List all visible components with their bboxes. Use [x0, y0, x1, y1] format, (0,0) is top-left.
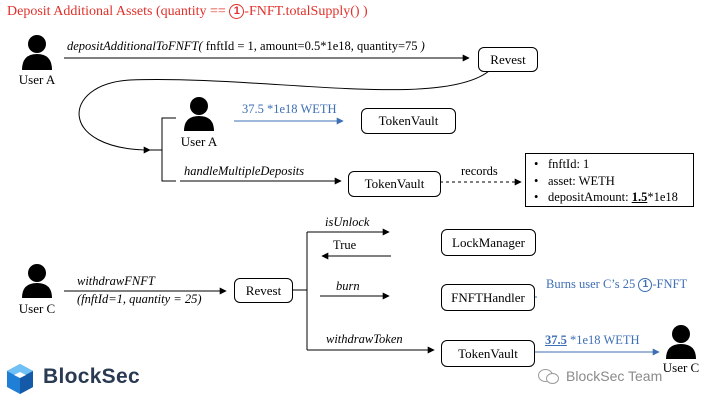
record-deposit-amount: depositAmount: 1.5*1e18 — [534, 189, 689, 206]
weth-transfer-label: 37.5 *1e18 WETH — [242, 102, 337, 116]
deposit-record-box: fnftId: 1 asset: WETH depositAmount: 1.5… — [525, 153, 694, 207]
records-label: records — [461, 164, 498, 178]
tokenvault-box-1: TokenVault — [361, 108, 456, 134]
blocksec-logo-icon — [7, 364, 33, 394]
fnfthandler-box: FNFTHandler — [441, 284, 535, 311]
watermark: BlockSec Team — [538, 368, 662, 384]
user-c-left-icon — [22, 264, 52, 298]
record-asset: asset: WETH — [534, 173, 689, 190]
user-c-right-icon — [666, 325, 696, 359]
user-a-top-icon — [22, 35, 52, 70]
burns-note: Burns user C’s 25 1-FNFT — [546, 277, 688, 292]
withdraw-fnft-label: withdrawFNFT — [77, 274, 155, 288]
revest-box-top: Revest — [478, 47, 538, 72]
deposit-call-label: depositAdditionalToFNFT( fnftId = 1, amo… — [67, 39, 425, 53]
revest-bracket — [293, 231, 320, 351]
user-a-top-label: User A — [18, 72, 56, 87]
revest-box-mid: Revest — [234, 278, 293, 303]
withdraw-token-label: withdrawToken — [326, 332, 403, 346]
user-c-left-label: User C — [18, 301, 56, 316]
tokenvault-box-3: TokenVault — [441, 340, 535, 367]
lockmanager-box: LockManager — [441, 229, 536, 256]
user-c-right-label: User C — [662, 360, 700, 375]
wechat-icon — [538, 368, 560, 384]
handle-multiple-label: handleMultipleDeposits — [184, 164, 305, 178]
burn-label: burn — [336, 279, 360, 293]
blocksec-logo-text: BlockSec — [43, 365, 140, 388]
is-unlock-label: isUnlock — [325, 215, 370, 229]
user-a-inner-label: User A — [180, 134, 218, 149]
circled-number-1-icon: 1 — [229, 4, 245, 19]
record-fnft-id: fnftId: 1 — [534, 156, 689, 173]
revest-continuation-curve — [78, 70, 490, 154]
user-a-inner-icon — [184, 97, 214, 131]
tokenvault-box-2: TokenVault — [348, 171, 441, 197]
withdraw-amount-label: 37.5 *1e18 WETH — [545, 333, 640, 347]
circled-number-1-icon: 1 — [638, 278, 653, 292]
watermark-text: BlockSec Team — [566, 368, 663, 384]
withdraw-fnft-args: (fnftId=1, quantity = 25) — [77, 292, 202, 306]
true-return-label: True — [333, 238, 357, 252]
diagram-title: Deposit Additional Assets (quantity == 1… — [7, 4, 368, 19]
deposit-bracket — [150, 117, 176, 182]
blocksec-brand: BlockSec — [6, 362, 140, 392]
